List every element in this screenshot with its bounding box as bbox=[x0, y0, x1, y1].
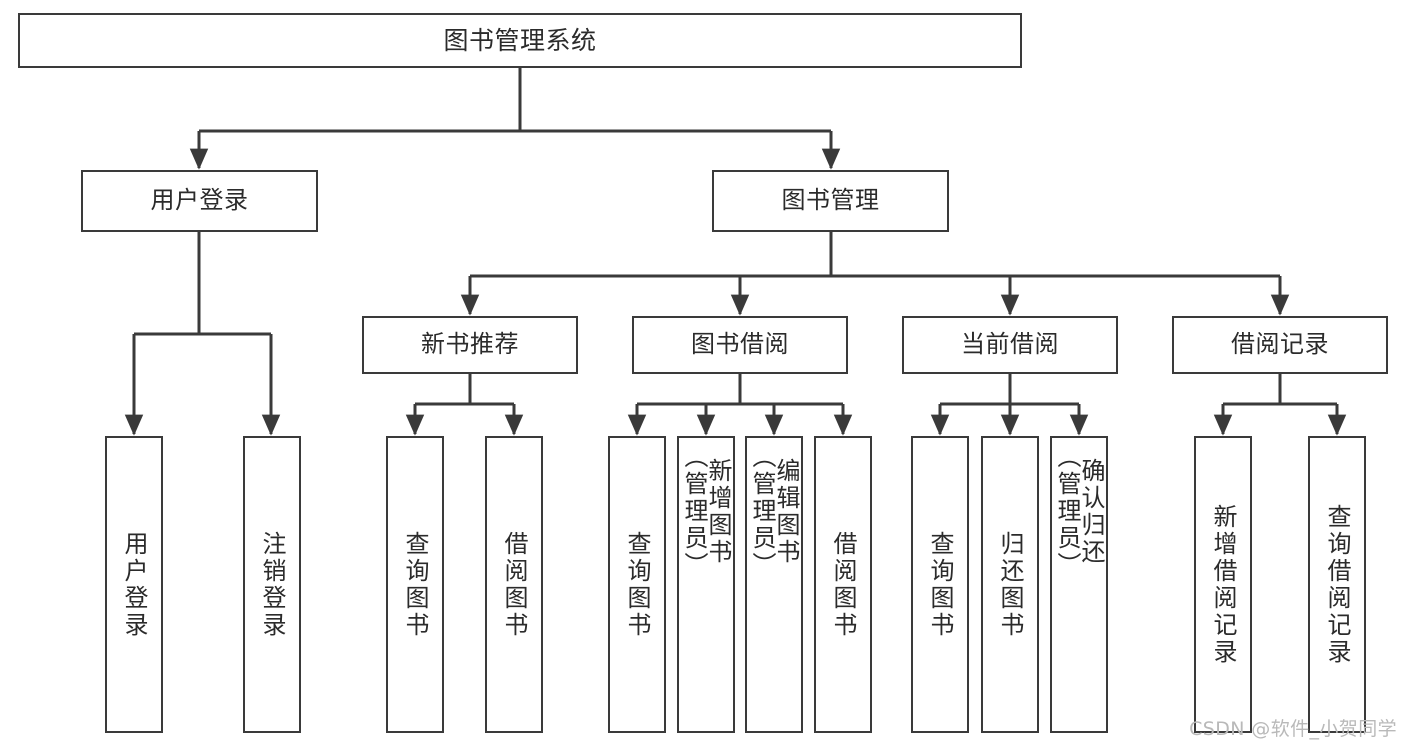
leaf-add-borrowing-record[interactable]: 新增借阅记录 bbox=[1194, 436, 1252, 733]
leaf-query-book-recommendation[interactable]: 查询图书 bbox=[386, 436, 444, 733]
node-label: 新书推荐 bbox=[421, 330, 519, 359]
node-label: 借阅图书 bbox=[500, 530, 528, 639]
node-label: 确认归还 （管理员） bbox=[1053, 444, 1105, 579]
node-borrowing-record[interactable]: 借阅记录 bbox=[1172, 316, 1388, 374]
leaf-confirm-return-admin[interactable]: 确认归还 （管理员） bbox=[1050, 436, 1108, 733]
node-user-login[interactable]: 用户登录 bbox=[81, 170, 318, 232]
node-label: 新增图书 （管理员） bbox=[680, 444, 732, 579]
node-label: 查询图书 bbox=[623, 530, 651, 639]
leaf-query-book-current[interactable]: 查询图书 bbox=[911, 436, 969, 733]
node-label: 用户登录 bbox=[120, 530, 148, 639]
leaf-return-book[interactable]: 归还图书 bbox=[981, 436, 1039, 733]
leaf-add-book-admin[interactable]: 新增图书 （管理员） bbox=[677, 436, 735, 733]
node-new-book-recommendation[interactable]: 新书推荐 bbox=[362, 316, 578, 374]
leaf-query-book-borrowing[interactable]: 查询图书 bbox=[608, 436, 666, 733]
leaf-user-login[interactable]: 用户登录 bbox=[105, 436, 163, 733]
node-label: 查询图书 bbox=[401, 530, 429, 639]
node-label: 查询借阅记录 bbox=[1323, 503, 1351, 666]
node-label: 图书管理 bbox=[781, 186, 880, 215]
node-label: 当前借阅 bbox=[961, 330, 1059, 359]
leaf-edit-book-admin[interactable]: 编辑图书 （管理员） bbox=[745, 436, 803, 733]
node-label: 注销登录 bbox=[258, 530, 286, 639]
node-label: 归还图书 bbox=[996, 530, 1024, 639]
node-current-borrowing[interactable]: 当前借阅 bbox=[902, 316, 1118, 374]
node-label: 编辑图书 （管理员） bbox=[748, 444, 800, 579]
leaf-logout[interactable]: 注销登录 bbox=[243, 436, 301, 733]
leaf-borrow-book-borrowing[interactable]: 借阅图书 bbox=[814, 436, 872, 733]
node-label: 用户登录 bbox=[150, 186, 249, 215]
node-book-management[interactable]: 图书管理 bbox=[712, 170, 949, 232]
leaf-borrow-book-recommendation[interactable]: 借阅图书 bbox=[485, 436, 543, 733]
node-label: 新增借阅记录 bbox=[1209, 503, 1237, 666]
node-label: 借阅记录 bbox=[1231, 330, 1329, 359]
node-root-book-management-system[interactable]: 图书管理系统 bbox=[18, 13, 1022, 68]
watermark-text: CSDN @软件_小贺同学 bbox=[1189, 718, 1397, 740]
node-label: 查询图书 bbox=[926, 530, 954, 639]
leaf-query-borrowing-record[interactable]: 查询借阅记录 bbox=[1308, 436, 1366, 733]
node-label: 图书管理系统 bbox=[443, 26, 597, 55]
node-label: 图书借阅 bbox=[691, 330, 789, 359]
node-label: 借阅图书 bbox=[829, 530, 857, 639]
node-book-borrowing[interactable]: 图书借阅 bbox=[632, 316, 848, 374]
